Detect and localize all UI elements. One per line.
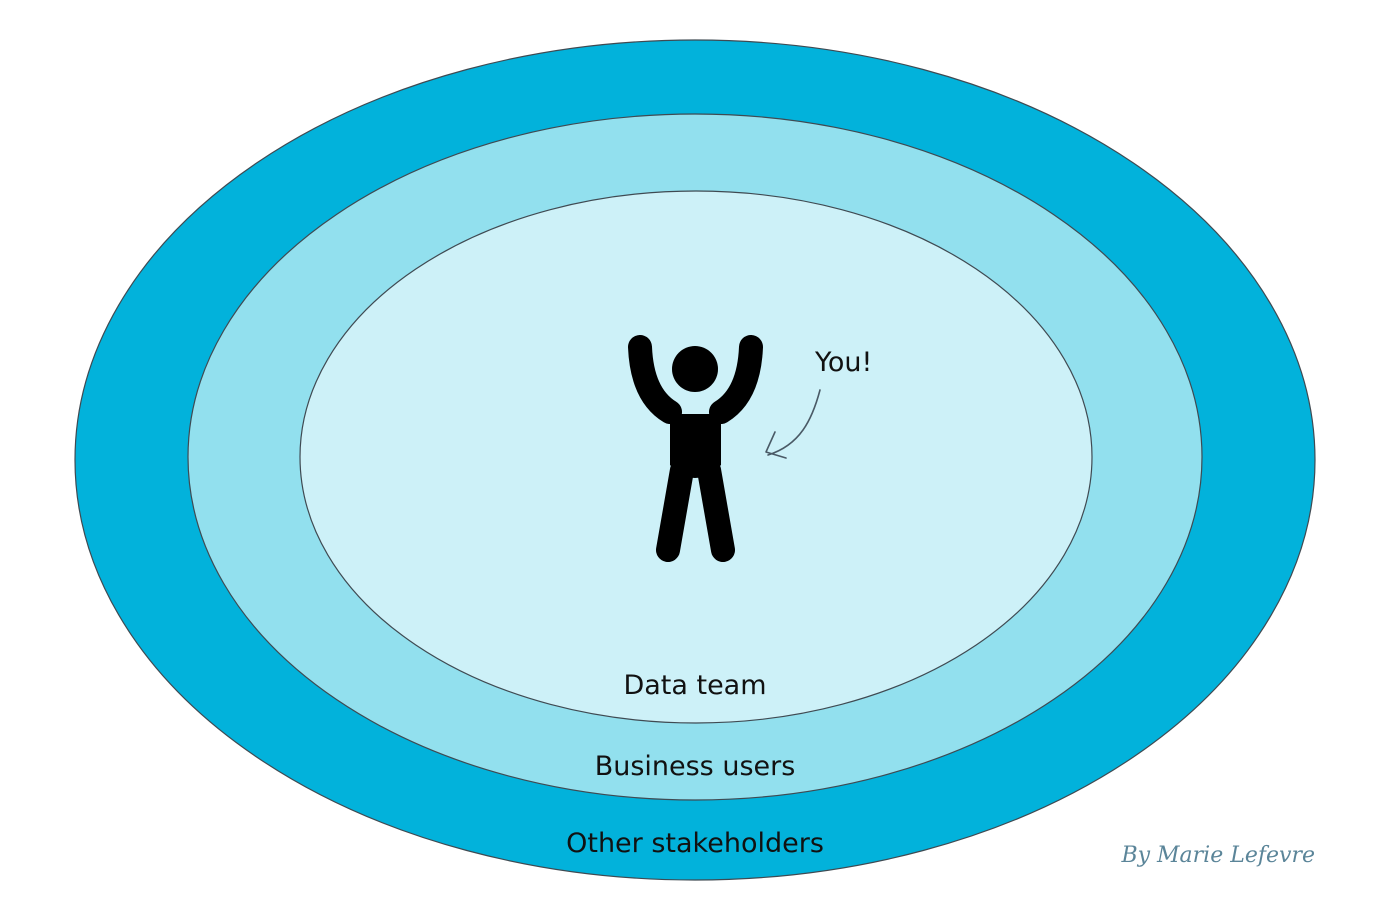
author-credit: By Marie Lefevre — [1120, 843, 1315, 868]
ring-label-business-users: Business users — [595, 751, 796, 782]
person-arms-raised-icon — [628, 335, 763, 562]
arrow-pointer-icon — [765, 389, 821, 459]
you-label: You! — [814, 347, 872, 378]
ring-label-data-team: Data team — [623, 670, 766, 701]
ring-label-other-stakeholders: Other stakeholders — [566, 828, 824, 859]
